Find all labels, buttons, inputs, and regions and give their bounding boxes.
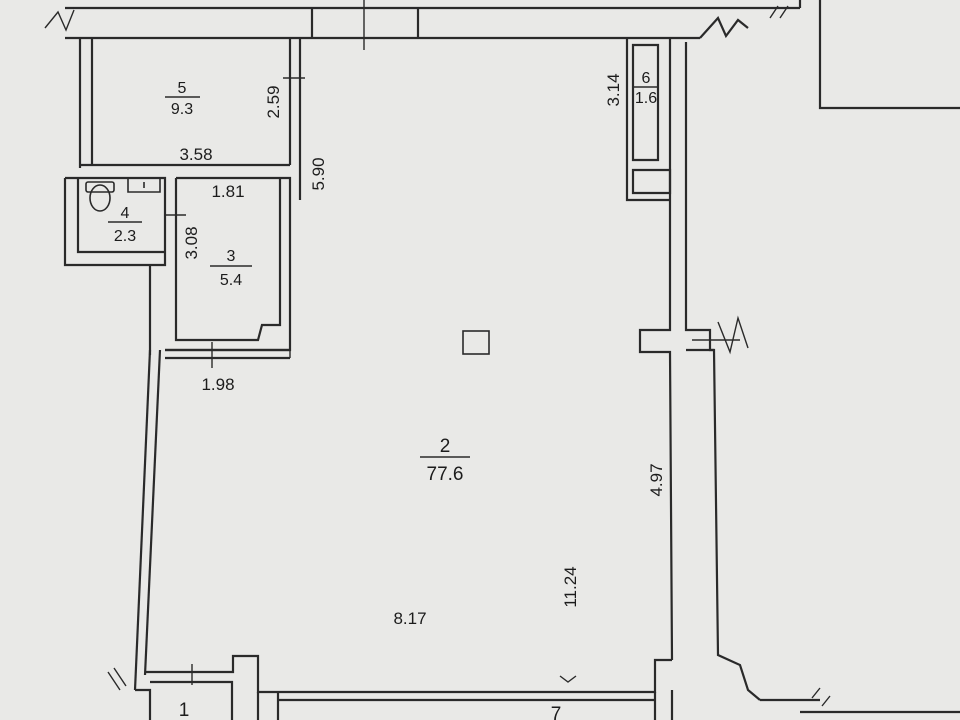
svg-text:5: 5 bbox=[178, 80, 187, 97]
dim-8-17: 8.17 bbox=[393, 609, 426, 628]
dim-1-81: 1.81 bbox=[211, 182, 244, 201]
svg-text:5.4: 5.4 bbox=[220, 272, 242, 289]
svg-text:1: 1 bbox=[179, 700, 190, 720]
room-4-label: 4 2.3 bbox=[108, 205, 142, 245]
dim-5-90: 5.90 bbox=[309, 157, 328, 190]
dim-3-08: 3.08 bbox=[182, 226, 201, 259]
dim-11-24: 11.24 bbox=[561, 566, 580, 607]
dim-2-59: 2.59 bbox=[264, 85, 283, 118]
outer-walls bbox=[44, 0, 960, 720]
dimension-ticks bbox=[165, 0, 577, 685]
dim-3-14: 3.14 bbox=[604, 73, 623, 106]
svg-text:9.3: 9.3 bbox=[171, 101, 193, 118]
toilet-icon bbox=[85, 181, 115, 212]
dim-1-98: 1.98 bbox=[201, 375, 234, 394]
svg-text:1.6: 1.6 bbox=[635, 90, 657, 107]
dimension-labels: 3.58 2.59 5.90 1.81 3.08 1.98 3.14 4.97 … bbox=[179, 73, 666, 628]
svg-text:2: 2 bbox=[440, 436, 451, 457]
svg-text:7: 7 bbox=[551, 704, 562, 720]
svg-text:6: 6 bbox=[642, 70, 651, 87]
room-1-label: 1 bbox=[179, 700, 190, 720]
room-2-label: 2 77.6 bbox=[420, 436, 470, 485]
room-6-label: 6 1.6 bbox=[634, 70, 658, 107]
room-3-label: 3 5.4 bbox=[210, 248, 252, 289]
svg-text:77.6: 77.6 bbox=[427, 464, 464, 485]
column-icon bbox=[462, 330, 490, 355]
dim-3-58: 3.58 bbox=[179, 145, 212, 164]
interior-walls bbox=[80, 38, 672, 702]
svg-text:2.3: 2.3 bbox=[114, 228, 136, 245]
svg-text:3: 3 bbox=[227, 248, 236, 265]
room-7-label: 7 bbox=[551, 704, 562, 720]
svg-text:4: 4 bbox=[121, 205, 130, 222]
room-5-label: 5 9.3 bbox=[165, 80, 200, 118]
sink-icon bbox=[127, 178, 161, 193]
dim-4-97: 4.97 bbox=[647, 463, 666, 496]
